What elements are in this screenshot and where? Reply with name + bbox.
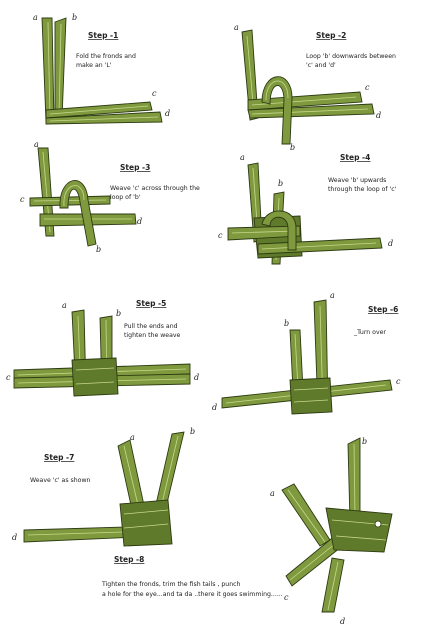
svg-text:d: d — [340, 617, 345, 626]
step-2-caption-line-1: Loop 'b' downwards between — [306, 53, 396, 60]
step-2-caption-line-2: 'c' and 'd' — [306, 62, 336, 69]
step-2-number: Step -2 — [316, 31, 346, 40]
step-8-number: Step -8 — [114, 555, 144, 564]
svg-text:b: b — [278, 179, 283, 188]
step-6-caption-line-1: _Turn over — [353, 329, 386, 336]
step-3-caption-line-1: Weave 'c' across through the — [110, 185, 200, 192]
step-8-caption-line-2: a hole for the eye...and ta da ..there i… — [102, 591, 283, 598]
svg-text:a: a — [130, 433, 135, 442]
step-2-panel: a b c d Step -2 Loop 'b' downwards betwe… — [234, 23, 396, 152]
step-1-panel: a b c d Step -1 Fold the fronds and make… — [33, 13, 170, 125]
svg-text:d: d — [194, 373, 199, 382]
step-6-panel: b a d c Step -6 _Turn over — [212, 291, 401, 415]
step-2-illustration — [241, 29, 375, 145]
step-3-number: Step -3 — [120, 163, 150, 172]
step-3-illustration — [29, 147, 137, 247]
step-8-caption-line-1: Tighten the fronds, trim the fish tails … — [101, 581, 241, 588]
svg-text:a: a — [62, 301, 67, 310]
svg-text:b: b — [72, 13, 77, 22]
step-1-number: Step -1 — [88, 31, 118, 40]
svg-text:d: d — [388, 239, 393, 248]
svg-text:a: a — [234, 23, 239, 32]
step-4-caption-line-1: Weave 'b' upwards — [328, 177, 386, 184]
step-7-panel: a b d Step -7 Weave 'c' as shown — [12, 427, 195, 547]
step-5-caption-line-1: Pull the ends and — [124, 323, 178, 330]
step-4-caption-line-2: through the loop of 'c' — [328, 186, 397, 193]
svg-text:b: b — [284, 319, 289, 328]
svg-text:c: c — [20, 195, 25, 204]
svg-text:d: d — [212, 403, 217, 412]
step-7-illustration — [23, 431, 185, 547]
step-3-caption-line-2: loop of 'b' — [110, 194, 141, 201]
svg-text:b: b — [96, 245, 101, 254]
step-5-illustration — [13, 309, 191, 397]
step-1-caption-line-2: make an 'L' — [76, 62, 112, 69]
step-5-panel: a b c d Step -5 Pull the ends and tighte… — [6, 299, 199, 397]
svg-text:d: d — [137, 217, 142, 226]
step-3-panel: a c d b Step -3 Weave 'c' across through… — [20, 140, 200, 254]
step-6-number: Step -6 — [368, 305, 398, 314]
svg-text:d: d — [12, 533, 17, 542]
svg-text:a: a — [330, 291, 335, 300]
svg-text:d: d — [376, 111, 381, 120]
svg-text:c: c — [152, 89, 157, 98]
svg-text:c: c — [396, 377, 401, 386]
svg-text:c: c — [365, 83, 370, 92]
step-6-illustration — [221, 299, 393, 415]
svg-text:b: b — [290, 143, 295, 152]
step-1-illustration — [41, 17, 163, 125]
svg-text:b: b — [116, 309, 121, 318]
step-4-number: Step -4 — [340, 153, 370, 162]
svg-text:d: d — [165, 109, 170, 118]
svg-text:c: c — [284, 593, 289, 602]
step-8-panel: b a c d Step -8 Tighten the fronds, trim… — [101, 437, 393, 626]
svg-text:a: a — [34, 140, 39, 149]
step-4-illustration — [227, 162, 383, 265]
svg-text:a: a — [270, 489, 275, 498]
step-7-caption-line-1: Weave 'c' as shown — [30, 477, 91, 484]
step-5-number: Step -5 — [136, 299, 166, 308]
eye-icon — [374, 520, 382, 528]
step-5-caption-line-2: tighten the weave — [124, 332, 181, 339]
step-1-caption-line-1: Fold the fronds and — [76, 53, 136, 60]
svg-text:b: b — [190, 427, 195, 436]
step-8-illustration — [281, 437, 393, 613]
step-4-panel: a b c d Step -4 Weave 'b' upwards throug… — [218, 153, 397, 265]
svg-text:c: c — [6, 373, 11, 382]
svg-text:a: a — [240, 153, 245, 162]
step-7-number: Step -7 — [44, 453, 74, 462]
svg-text:a: a — [33, 13, 38, 22]
svg-text:c: c — [218, 231, 223, 240]
svg-text:b: b — [362, 437, 367, 446]
